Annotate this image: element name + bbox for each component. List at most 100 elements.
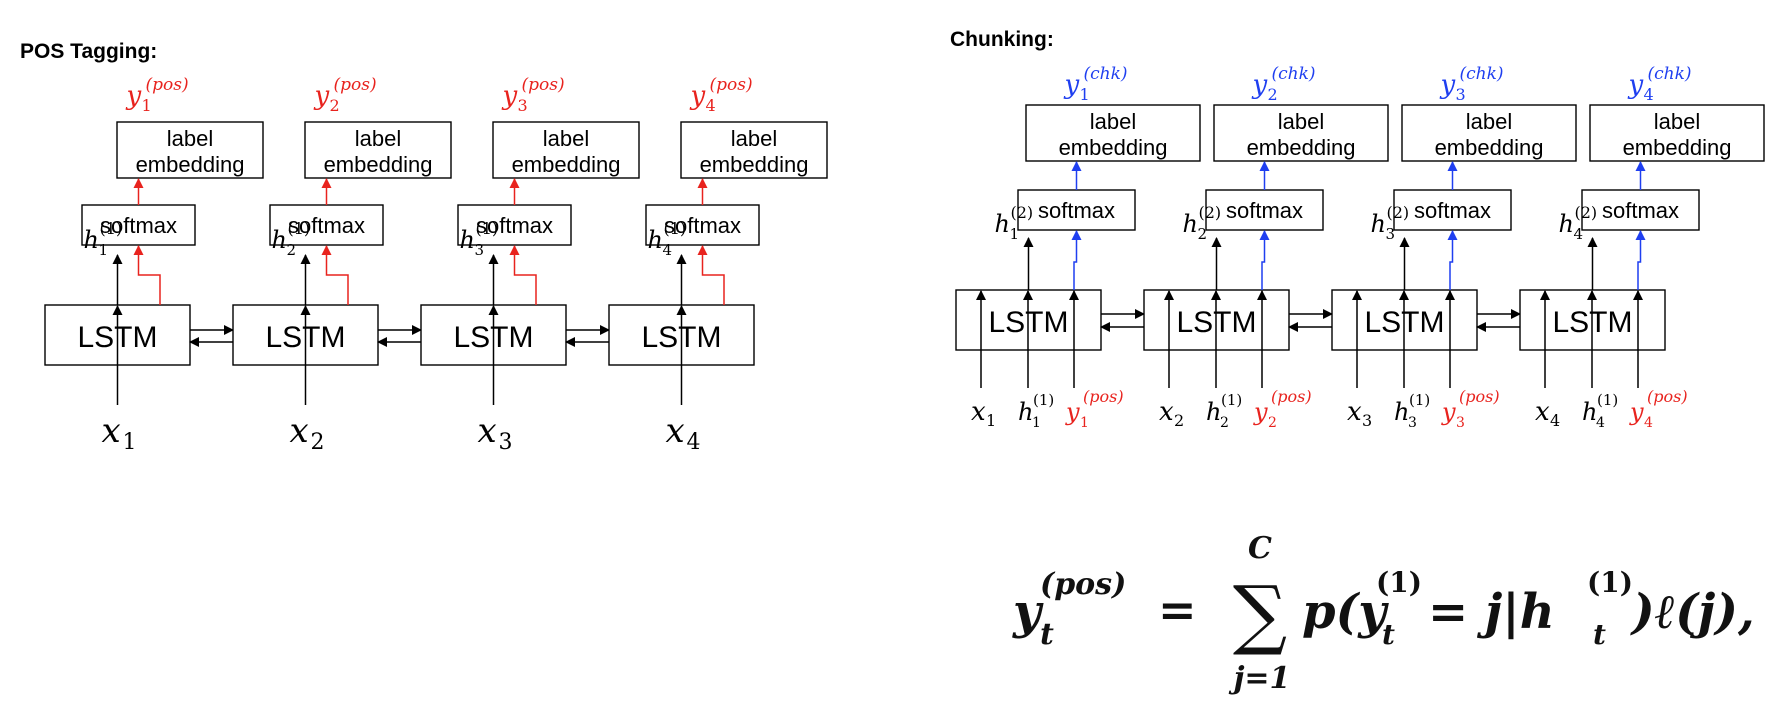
input-label: x [290, 411, 309, 451]
formula-equals: = [1158, 583, 1197, 637]
input-h-label: h [1018, 398, 1033, 426]
hidden-superscript: (2) [1199, 203, 1222, 222]
hidden-index: 2 [287, 241, 297, 259]
input-y-index: 3 [1456, 415, 1465, 431]
softmax-label: softmax [664, 213, 741, 238]
embedding-line2: embedding [1623, 135, 1732, 160]
label-embedding-box [116, 121, 264, 179]
input-y-label: y [1253, 398, 1268, 426]
softmax-input-arrow [321, 245, 349, 305]
softmax-label: softmax [288, 213, 365, 238]
hidden-superscript: (2) [1387, 203, 1410, 222]
formula-sum-lower: j=1 [1229, 661, 1291, 696]
pos-output-label: y [690, 81, 706, 111]
softmax-box [269, 204, 384, 246]
hidden-superscript: (2) [1575, 203, 1598, 222]
hidden-superscript: (1) [664, 219, 687, 238]
softmax-input-arrow [1259, 230, 1270, 290]
hidden-index: 3 [475, 241, 485, 259]
embedding-line2: embedding [700, 152, 809, 177]
hidden-label: h [1371, 210, 1386, 238]
softmax-input-arrow [1071, 230, 1082, 290]
embedding-line2: embedding [1435, 135, 1544, 160]
hidden-superscript: (1) [100, 219, 123, 238]
formula-body-p: p(y [1302, 584, 1389, 640]
input-h-index: 2 [1220, 415, 1229, 431]
pos-output-index: 4 [706, 96, 716, 115]
softmax-input-arrow [509, 245, 537, 305]
softmax-label: softmax [1414, 198, 1491, 223]
pos-output-superscript: (pos) [146, 75, 189, 95]
hidden-label: h [1183, 210, 1198, 238]
chk-output-index: 2 [1268, 85, 1278, 104]
chunk-panel-title: Chunking: [950, 28, 1054, 51]
embedding-line1: label [1278, 109, 1324, 134]
input-x-label: x [1535, 397, 1550, 427]
embedding-line2: embedding [1247, 135, 1356, 160]
formula-lhs-sub: t [1040, 617, 1054, 652]
label-embedding-box [1589, 104, 1765, 162]
input-y-label: y [1441, 398, 1456, 426]
chk-output-index: 1 [1080, 85, 1090, 104]
formula-body-sup2: (1) [1587, 566, 1633, 599]
softmax-label: softmax [1038, 198, 1115, 223]
embedding-line2: embedding [512, 152, 621, 177]
embedding-line1: label [1654, 109, 1700, 134]
pos-output-label: y [314, 81, 330, 111]
hidden-label: h [648, 226, 663, 254]
input-label: x [666, 411, 685, 451]
formula-body-sub2: t [1593, 618, 1606, 651]
softmax-box [457, 204, 572, 246]
embedding-line1: label [167, 126, 213, 151]
pos-output-superscript: (pos) [334, 75, 377, 95]
input-y-superscript: (pos) [1459, 387, 1500, 406]
softmax-label: softmax [1226, 198, 1303, 223]
input-y-superscript: (pos) [1271, 387, 1312, 406]
softmax-box [1393, 189, 1512, 231]
hidden-label: h [272, 226, 287, 254]
embedding-line1: label [1466, 109, 1512, 134]
input-index: 2 [311, 430, 325, 455]
pos-output-label: y [126, 81, 142, 111]
input-x-index: 3 [1362, 411, 1372, 430]
input-h-label: h [1394, 398, 1409, 426]
input-y-index: 4 [1644, 415, 1653, 431]
softmax-label: softmax [100, 213, 177, 238]
input-h-label: h [1582, 398, 1597, 426]
hidden-superscript: (2) [1011, 203, 1034, 222]
embedding-line1: label [543, 126, 589, 151]
embedding-line2: embedding [1059, 135, 1168, 160]
embedding-line2: embedding [324, 152, 433, 177]
input-x-index: 1 [986, 411, 996, 430]
formula-lhs-base: y [1012, 584, 1044, 640]
softmax-input-arrow [697, 245, 725, 305]
embedding-line1: label [1090, 109, 1136, 134]
pos-output-index: 1 [142, 96, 152, 115]
input-h-index: 3 [1408, 415, 1417, 431]
input-h-superscript: (1) [1033, 391, 1054, 409]
chk-output-superscript: (chk) [1460, 64, 1504, 84]
chk-output-label: y [1252, 70, 1268, 100]
formula-body-end: )ℓ(j), [1630, 584, 1755, 640]
input-index: 1 [123, 430, 137, 455]
pos-output-index: 2 [330, 96, 340, 115]
input-h-index: 4 [1596, 415, 1605, 431]
input-label: x [102, 411, 121, 451]
embedding-line1: label [731, 126, 777, 151]
input-y-label: y [1065, 398, 1080, 426]
hidden-index: 1 [1010, 225, 1020, 243]
formula-body-mid: = j|h [1428, 584, 1555, 640]
hidden-index: 1 [99, 241, 109, 259]
chk-output-index: 3 [1456, 85, 1466, 104]
input-h-superscript: (1) [1221, 391, 1242, 409]
formula-body-sub1: t [1382, 618, 1395, 651]
